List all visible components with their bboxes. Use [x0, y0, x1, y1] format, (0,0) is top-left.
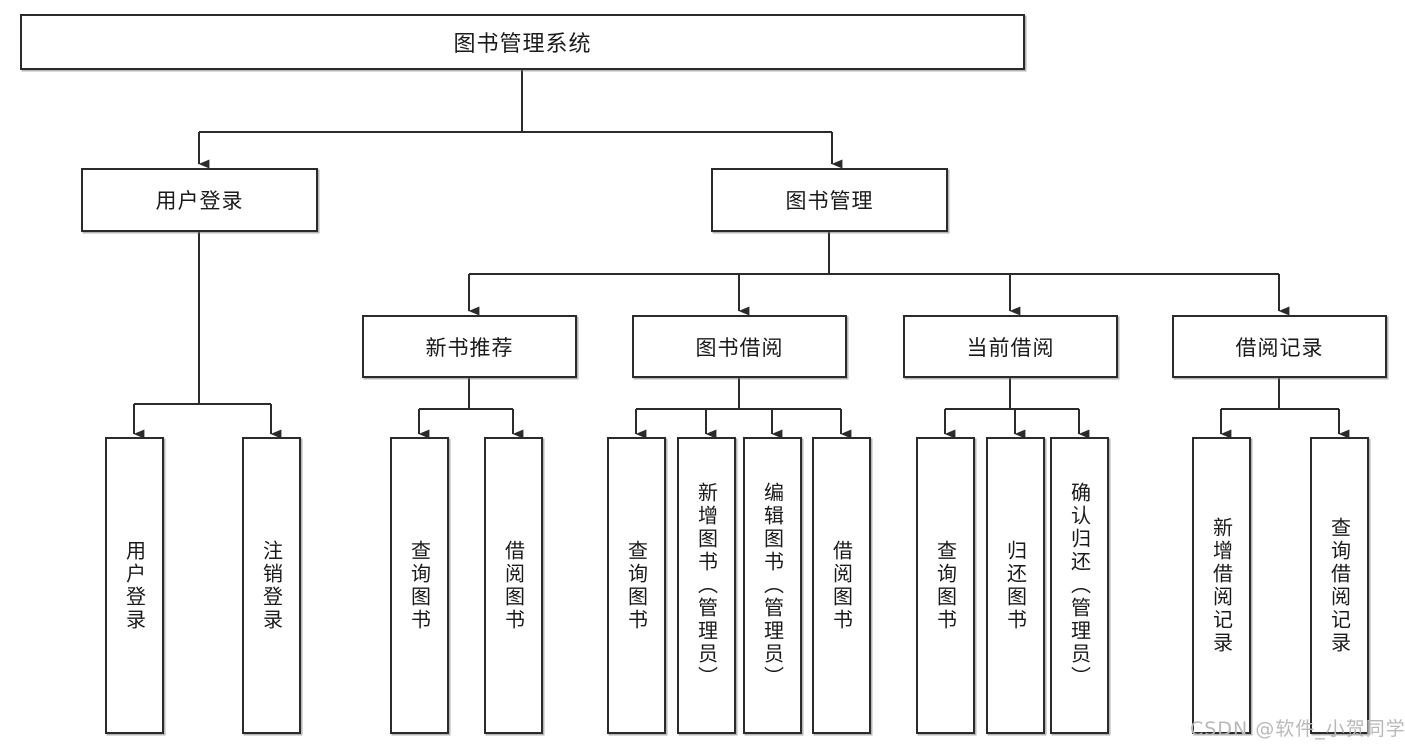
node-label: 借阅记录: [1235, 335, 1324, 360]
node-leaf-add-book[interactable]: 新增图书（管理员）: [677, 437, 736, 734]
node-new-book-recommend[interactable]: 新书推荐: [362, 315, 577, 378]
node-leaf-return-book[interactable]: 归还图书: [986, 437, 1045, 734]
node-label: 借阅图书: [829, 539, 854, 632]
node-label: 用户登录: [122, 539, 147, 632]
node-leaf-query-book-1[interactable]: 查询图书: [390, 437, 449, 734]
node-label: 新增借阅记录: [1209, 516, 1234, 655]
node-leaf-borrow-book-1[interactable]: 借阅图书: [484, 437, 543, 734]
node-label: 归还图书: [1003, 539, 1028, 632]
node-label: 查询图书: [933, 539, 958, 632]
node-leaf-user-login[interactable]: 用户登录: [105, 437, 164, 734]
node-label: 图书管理: [785, 189, 874, 213]
node-book-borrow[interactable]: 图书借阅: [632, 315, 847, 378]
node-label: 查询借阅记录: [1327, 516, 1352, 655]
node-leaf-query-record[interactable]: 查询借阅记录: [1310, 437, 1369, 734]
node-leaf-query-book-2[interactable]: 查询图书: [607, 437, 666, 734]
node-label: 用户登录: [155, 189, 244, 213]
node-label: 借阅图书: [501, 539, 526, 632]
node-borrow-record[interactable]: 借阅记录: [1172, 315, 1387, 378]
node-label: 图书借阅: [695, 335, 784, 360]
node-label: 图书管理系统: [453, 32, 592, 57]
node-label: 编辑图书（管理员）: [760, 482, 785, 689]
node-leaf-query-book-3[interactable]: 查询图书: [916, 437, 975, 734]
node-leaf-borrow-book-2[interactable]: 借阅图书: [812, 437, 871, 734]
node-root-system[interactable]: 图书管理系统: [20, 14, 1025, 70]
node-label: 查询图书: [624, 539, 649, 632]
node-leaf-add-record[interactable]: 新增借阅记录: [1192, 437, 1251, 734]
node-label: 新增图书（管理员）: [694, 482, 719, 689]
node-current-borrow[interactable]: 当前借阅: [903, 315, 1118, 378]
node-leaf-edit-book[interactable]: 编辑图书（管理员）: [743, 437, 802, 734]
node-label: 新书推荐: [425, 335, 514, 360]
node-book-management[interactable]: 图书管理: [711, 168, 948, 232]
node-leaf-confirm-return[interactable]: 确认归还（管理员）: [1050, 437, 1109, 734]
node-leaf-user-logout[interactable]: 注销登录: [242, 437, 301, 734]
node-label: 注销登录: [259, 539, 284, 632]
node-label: 当前借阅: [966, 335, 1055, 360]
node-label: 查询图书: [407, 539, 432, 632]
node-label: 确认归还（管理员）: [1067, 482, 1092, 689]
node-user-login[interactable]: 用户登录: [81, 168, 318, 232]
